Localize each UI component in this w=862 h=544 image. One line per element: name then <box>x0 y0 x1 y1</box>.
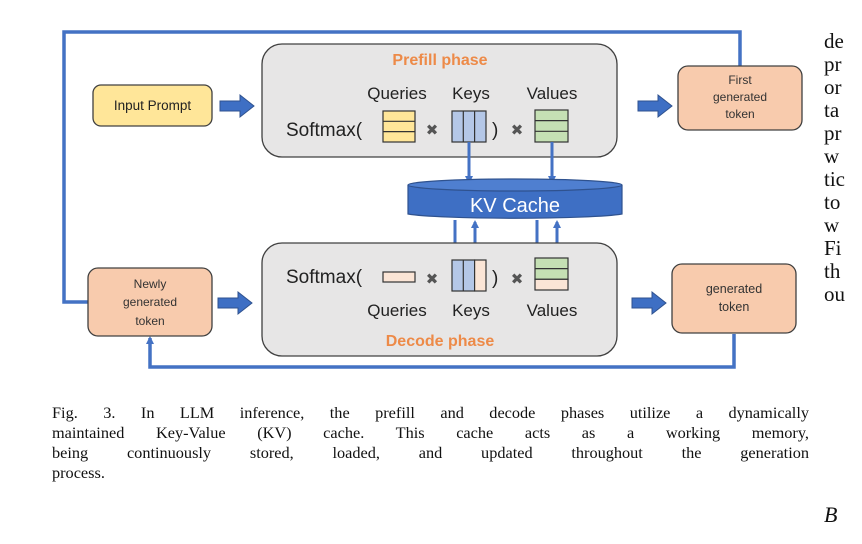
loop-arrow-bottom <box>146 334 736 369</box>
prefill-close-paren: ) <box>492 120 498 141</box>
generated-token-line-1: generated <box>706 282 762 296</box>
newly-token-line-3: token <box>135 314 164 328</box>
input-prompt-box: Input Prompt <box>92 84 213 127</box>
decode-keys-label: Keys <box>452 301 490 320</box>
decode-close-paren: ) <box>492 268 498 289</box>
body-text-fragment: w <box>824 213 840 237</box>
caption-line: being continuously stored, loaded, and u… <box>52 443 809 462</box>
body-text-fragment: w <box>824 144 840 168</box>
body-text-fragment: pr <box>824 52 842 76</box>
block-arrow-prompt-to-prefill <box>219 93 255 119</box>
decode-values-label: Values <box>527 301 578 320</box>
kv-cache-cylinder: KV Cache <box>407 178 623 219</box>
kv-cache-label: KV Cache <box>470 195 560 217</box>
body-text-fragment: ta <box>824 98 840 122</box>
kv-cache-diagram: Input Prompt Prefill phase Queries Keys … <box>62 30 803 369</box>
section-heading-fragment: B <box>824 502 838 527</box>
generated-token-box: generated token <box>671 263 797 334</box>
prefill-queries-label: Queries <box>367 84 427 103</box>
caption-line: process. <box>52 463 105 482</box>
first-token-line-1: First <box>728 73 752 87</box>
body-text-fragment: th <box>824 259 841 283</box>
decode-keys-matrix <box>451 259 487 292</box>
body-text-fragment: to <box>824 190 841 214</box>
block-arrow-decode-to-generated <box>631 290 667 316</box>
body-text-fragment: pr <box>824 121 842 145</box>
block-arrow-newly-to-decode <box>217 290 253 316</box>
caption-line: Fig. 3. In LLM inference, the prefill an… <box>52 403 809 422</box>
prefill-values-label: Values <box>527 84 578 103</box>
caption-line: maintained Key-Value (KV) cache. This ca… <box>52 423 809 442</box>
prefill-softmax-label: Softmax( <box>286 120 363 141</box>
decode-queries-label: Queries <box>367 301 427 320</box>
decode-values-matrix <box>534 257 569 291</box>
body-text-fragment: ou <box>824 282 845 306</box>
body-text-fragment: de <box>824 29 844 53</box>
generated-token-line-2: token <box>719 300 750 314</box>
body-text-column: de pr or ta pr w tic to w Fi th ou <box>824 30 845 306</box>
newly-token-line-2: generated <box>123 295 177 309</box>
prefill-queries-matrix <box>382 110 416 143</box>
body-text-fragment: tic <box>824 167 845 191</box>
prefill-keys-matrix <box>451 110 487 143</box>
input-prompt-label: Input Prompt <box>114 98 192 113</box>
first-token-line-2: generated <box>713 90 767 104</box>
figure-caption: Fig. 3. In LLM inference, the prefill an… <box>52 403 809 483</box>
prefill-phase-box: Prefill phase Queries Keys Values Softma… <box>261 43 618 158</box>
first-generated-token-box: First generated token <box>677 65 803 131</box>
multiply-icon: ✖ <box>426 270 439 288</box>
prefill-keys-label: Keys <box>452 84 490 103</box>
multiply-icon: ✖ <box>426 121 439 139</box>
decode-phase-box: Softmax( ✖ ) ✖ Queries Keys Values Decod… <box>261 242 618 357</box>
newly-generated-token-box: Newly generated token <box>87 267 213 337</box>
decode-softmax-label: Softmax( <box>286 267 363 288</box>
prefill-phase-title: Prefill phase <box>392 52 487 69</box>
multiply-icon: ✖ <box>511 121 524 139</box>
decode-queries-vector <box>382 271 416 283</box>
prefill-values-matrix <box>534 109 569 143</box>
multiply-icon: ✖ <box>511 270 524 288</box>
block-arrow-prefill-to-first-token <box>637 93 673 119</box>
body-text-fragment: Fi <box>824 236 842 260</box>
loop-arrow-top <box>62 30 742 306</box>
body-text-fragment: or <box>824 75 842 99</box>
decode-phase-title: Decode phase <box>386 333 495 350</box>
newly-token-line-1: Newly <box>134 277 167 291</box>
first-token-line-3: token <box>725 107 754 121</box>
